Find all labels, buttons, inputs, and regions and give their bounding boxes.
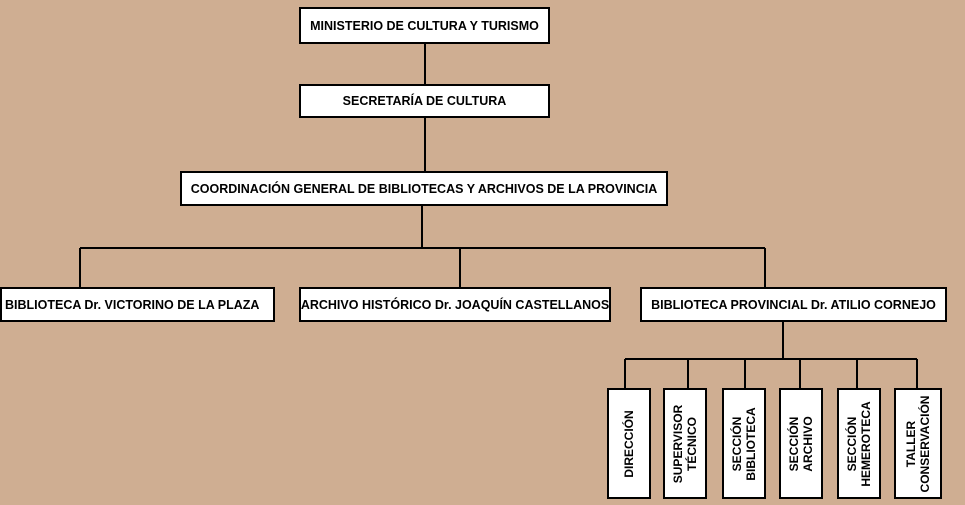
unit-hemeroteca-text: SECCIÓN HEMEROTECA [845, 401, 873, 486]
coordinacion-label: COORDINACIÓN GENERAL DE BIBLIOTECAS Y AR… [190, 181, 658, 196]
unit-supervisor-line1: SUPERVISOR [671, 404, 685, 483]
unit-taller-line2: CONSERVACIÓN [918, 395, 932, 492]
unit-hemeroteca-line2: HEMEROTECA [859, 400, 873, 487]
unit-archivo-line2: ARCHIVO [801, 415, 815, 472]
ministerio-label: MINISTERIO DE CULTURA Y TURISMO [310, 18, 539, 33]
biblioteca-provincial-box: BIBLIOTECA PROVINCIAL Dr. ATILIO CORNEJO [640, 287, 947, 322]
archivo-historico-label: ARCHIVO HISTÓRICO Dr. JOAQUÍN CASTELLANO… [300, 297, 610, 312]
archivo-historico-box: ARCHIVO HISTÓRICO Dr. JOAQUÍN CASTELLANO… [299, 287, 611, 322]
coordinacion-box: COORDINACIÓN GENERAL DE BIBLIOTECAS Y AR… [180, 171, 668, 206]
unit-archivo-box: SECCIÓN ARCHIVO [779, 388, 823, 499]
unit-direccion-box: DIRECCIÓN [607, 388, 651, 499]
unit-biblioteca-line1: SECCIÓN [730, 416, 744, 471]
unit-biblioteca-line2: BIBLIOTECA [744, 406, 758, 481]
secretaria-label: SECRETARÍA DE CULTURA [342, 94, 507, 108]
unit-taller-text: TALLER CONSERVACIÓN [904, 395, 932, 492]
biblioteca-victorino-box: BIBLIOTECA Dr. VICTORINO DE LA PLAZA [0, 287, 275, 322]
unit-taller-box: TALLER CONSERVACIÓN [894, 388, 942, 499]
unit-hemeroteca-line1: SECCIÓN [845, 416, 859, 471]
biblioteca-victorino-label: BIBLIOTECA Dr. VICTORINO DE LA PLAZA [5, 297, 260, 312]
unit-archivo-text: SECCIÓN ARCHIVO [787, 416, 815, 471]
ministerio-box: MINISTERIO DE CULTURA Y TURISMO [299, 7, 550, 44]
unit-direccion-line1: DIRECCIÓN [622, 409, 636, 478]
unit-biblioteca-text: SECCIÓN BIBLIOTECA [730, 407, 758, 480]
secretaria-box: SECRETARÍA DE CULTURA [299, 84, 550, 118]
unit-direccion-text: DIRECCIÓN [622, 410, 636, 477]
unit-supervisor-text: SUPERVISOR TÉCNICO [671, 404, 699, 482]
biblioteca-provincial-label: BIBLIOTECA PROVINCIAL Dr. ATILIO CORNEJO [651, 297, 936, 312]
unit-supervisor-line2: TÉCNICO [685, 416, 699, 471]
unit-biblioteca-box: SECCIÓN BIBLIOTECA [722, 388, 766, 499]
unit-supervisor-box: SUPERVISOR TÉCNICO [663, 388, 707, 499]
unit-taller-line1: TALLER [904, 420, 918, 467]
unit-archivo-line1: SECCIÓN [787, 416, 801, 471]
unit-hemeroteca-box: SECCIÓN HEMEROTECA [837, 388, 881, 499]
